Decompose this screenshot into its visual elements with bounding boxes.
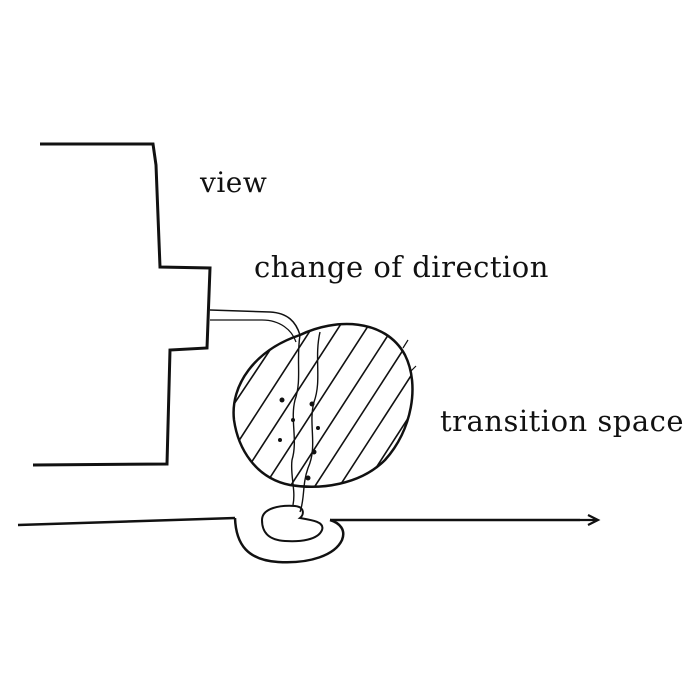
street-arrow xyxy=(580,514,601,526)
building-stub-lower xyxy=(210,319,297,343)
label-transition-space: transition space xyxy=(440,404,685,438)
street-line-left xyxy=(17,516,236,527)
edge-ticks xyxy=(402,339,417,373)
entrance-pocket-outer xyxy=(233,517,345,564)
wandering-path-left xyxy=(290,334,301,506)
label-change-of-direction: change of direction xyxy=(254,250,549,284)
transition-circle xyxy=(232,322,414,488)
building-outline xyxy=(32,142,212,467)
label-view: view xyxy=(200,166,268,199)
building-stub xyxy=(209,309,301,336)
entrance-pocket-inner xyxy=(260,504,324,543)
wandering-path-right xyxy=(299,331,321,513)
dots xyxy=(278,397,320,481)
